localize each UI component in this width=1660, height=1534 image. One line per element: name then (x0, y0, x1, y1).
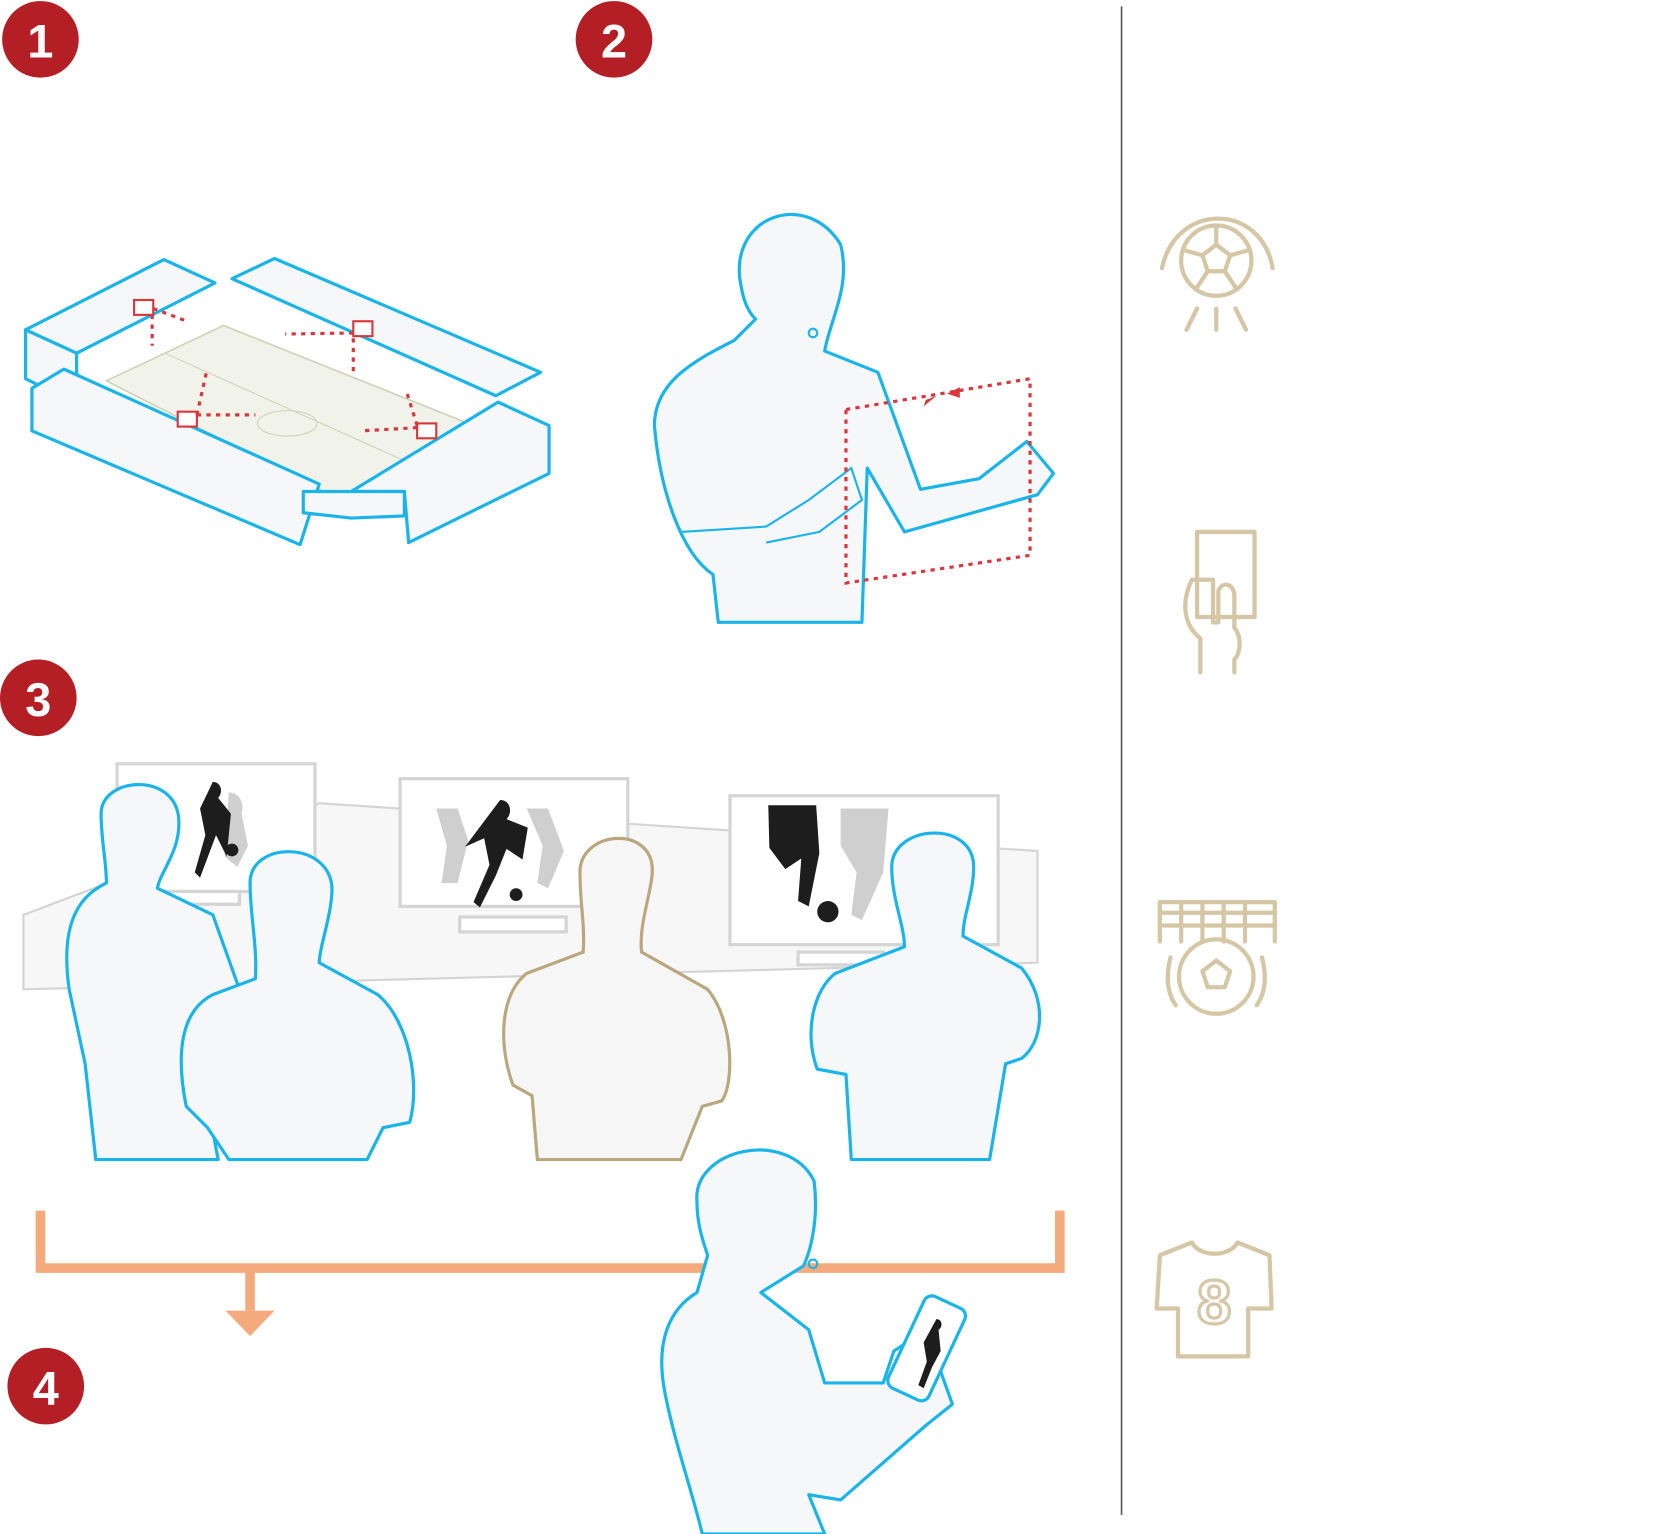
monitor (398, 777, 630, 934)
step-number: 2 (601, 15, 627, 67)
step-badge-1: 1 (2, 1, 79, 78)
camera-icon (176, 410, 198, 428)
referee-tablet-illustration (660, 1148, 968, 1534)
jersey-number: 8 (1197, 1268, 1231, 1337)
goal-net-ball-icon (1157, 899, 1277, 1016)
bracket-arrow (35, 1210, 1065, 1337)
camera-icon (352, 320, 374, 338)
step-badge-4: 4 (7, 1347, 85, 1425)
jersey-icon: 8 (1154, 1240, 1274, 1359)
ball-goal-sensor-icon (1159, 216, 1275, 332)
video-room-illustration (22, 762, 1042, 1162)
tablet-icon (886, 1294, 968, 1403)
stadium-illustration (23, 256, 551, 547)
red-card-hand-icon (1183, 529, 1257, 675)
step-number: 1 (27, 15, 53, 67)
referee-signalling-illustration (652, 212, 1056, 624)
step-badge-3: 3 (0, 659, 77, 737)
step-number: 3 (25, 674, 51, 726)
step-badge-2: 2 (575, 1, 653, 78)
camera-icon (416, 422, 438, 440)
step-number: 4 (33, 1362, 59, 1414)
camera-icon (133, 298, 155, 316)
